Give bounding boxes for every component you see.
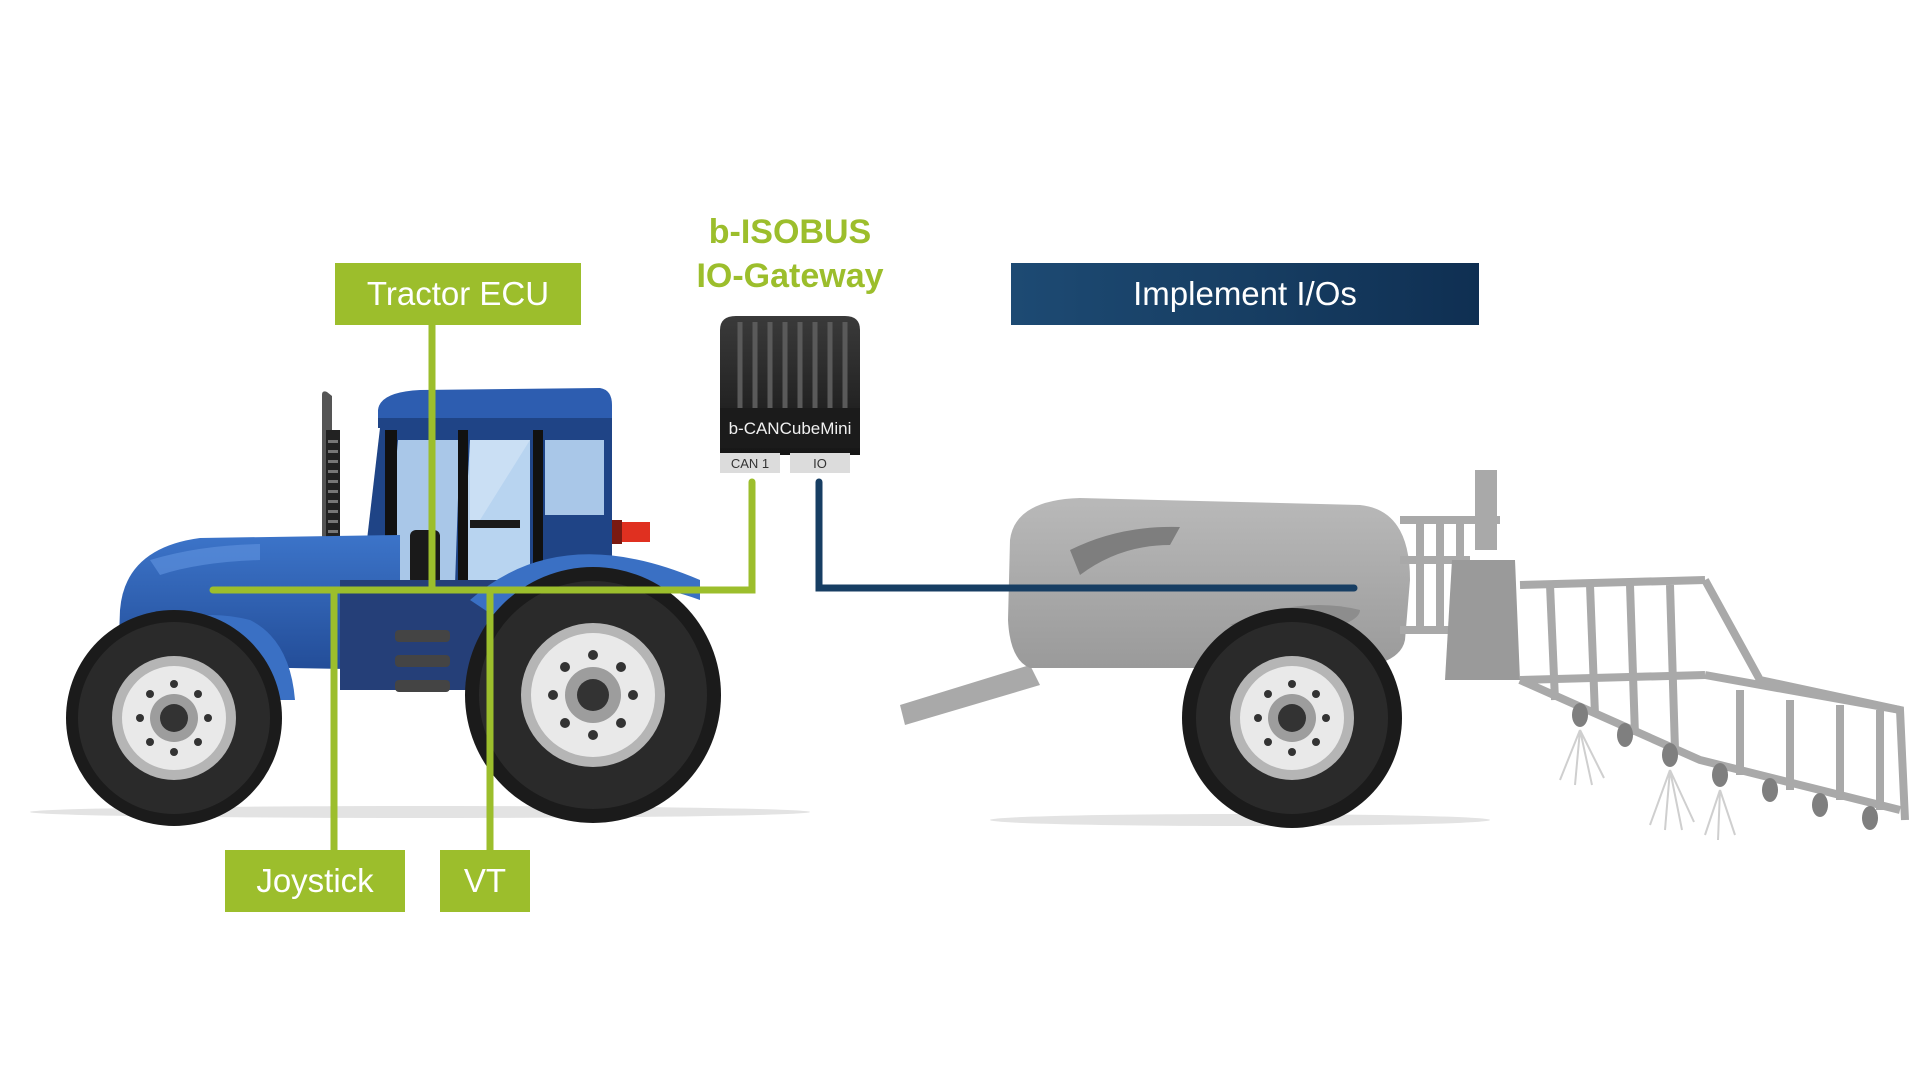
can-port-label: CAN 1 — [731, 456, 769, 471]
implement-ground-shadow — [990, 814, 1490, 826]
gateway-device: b-CANCubeMini CAN 1 IO — [720, 316, 860, 473]
gateway-title-line1: b-ISOBUS — [708, 213, 872, 251]
device-name-label: b-CANCubeMini — [729, 419, 852, 438]
joystick-text: Joystick — [256, 862, 374, 899]
io-port-label: IO — [813, 456, 827, 471]
sprayer-illustration — [900, 470, 1909, 841]
gateway-title-line2: IO-Gateway — [696, 257, 884, 295]
io-port — [790, 453, 850, 473]
io-navy-line — [815, 478, 1358, 592]
implement-ios-text: Implement I/Os — [1133, 275, 1357, 312]
bus-horizontal-line — [209, 478, 756, 594]
tractor-ecu-text: Tractor ECU — [366, 275, 550, 312]
isobus-green-bus — [209, 321, 756, 854]
implement-ios-label: Implement I/Os — [1011, 263, 1479, 325]
gateway-title: b-ISOBUS IO-Gateway — [640, 210, 940, 298]
vt-text: VT — [463, 862, 507, 899]
can-port — [720, 453, 780, 473]
tractor-ecu-label: Tractor ECU — [335, 263, 581, 325]
joystick-label: Joystick — [225, 850, 405, 912]
vt-label: VT — [440, 850, 530, 912]
sprayer-wheel — [1182, 608, 1402, 828]
tractor-rear-wheel — [465, 567, 721, 823]
tractor-illustration — [66, 388, 721, 826]
tractor-front-wheel — [66, 610, 282, 826]
